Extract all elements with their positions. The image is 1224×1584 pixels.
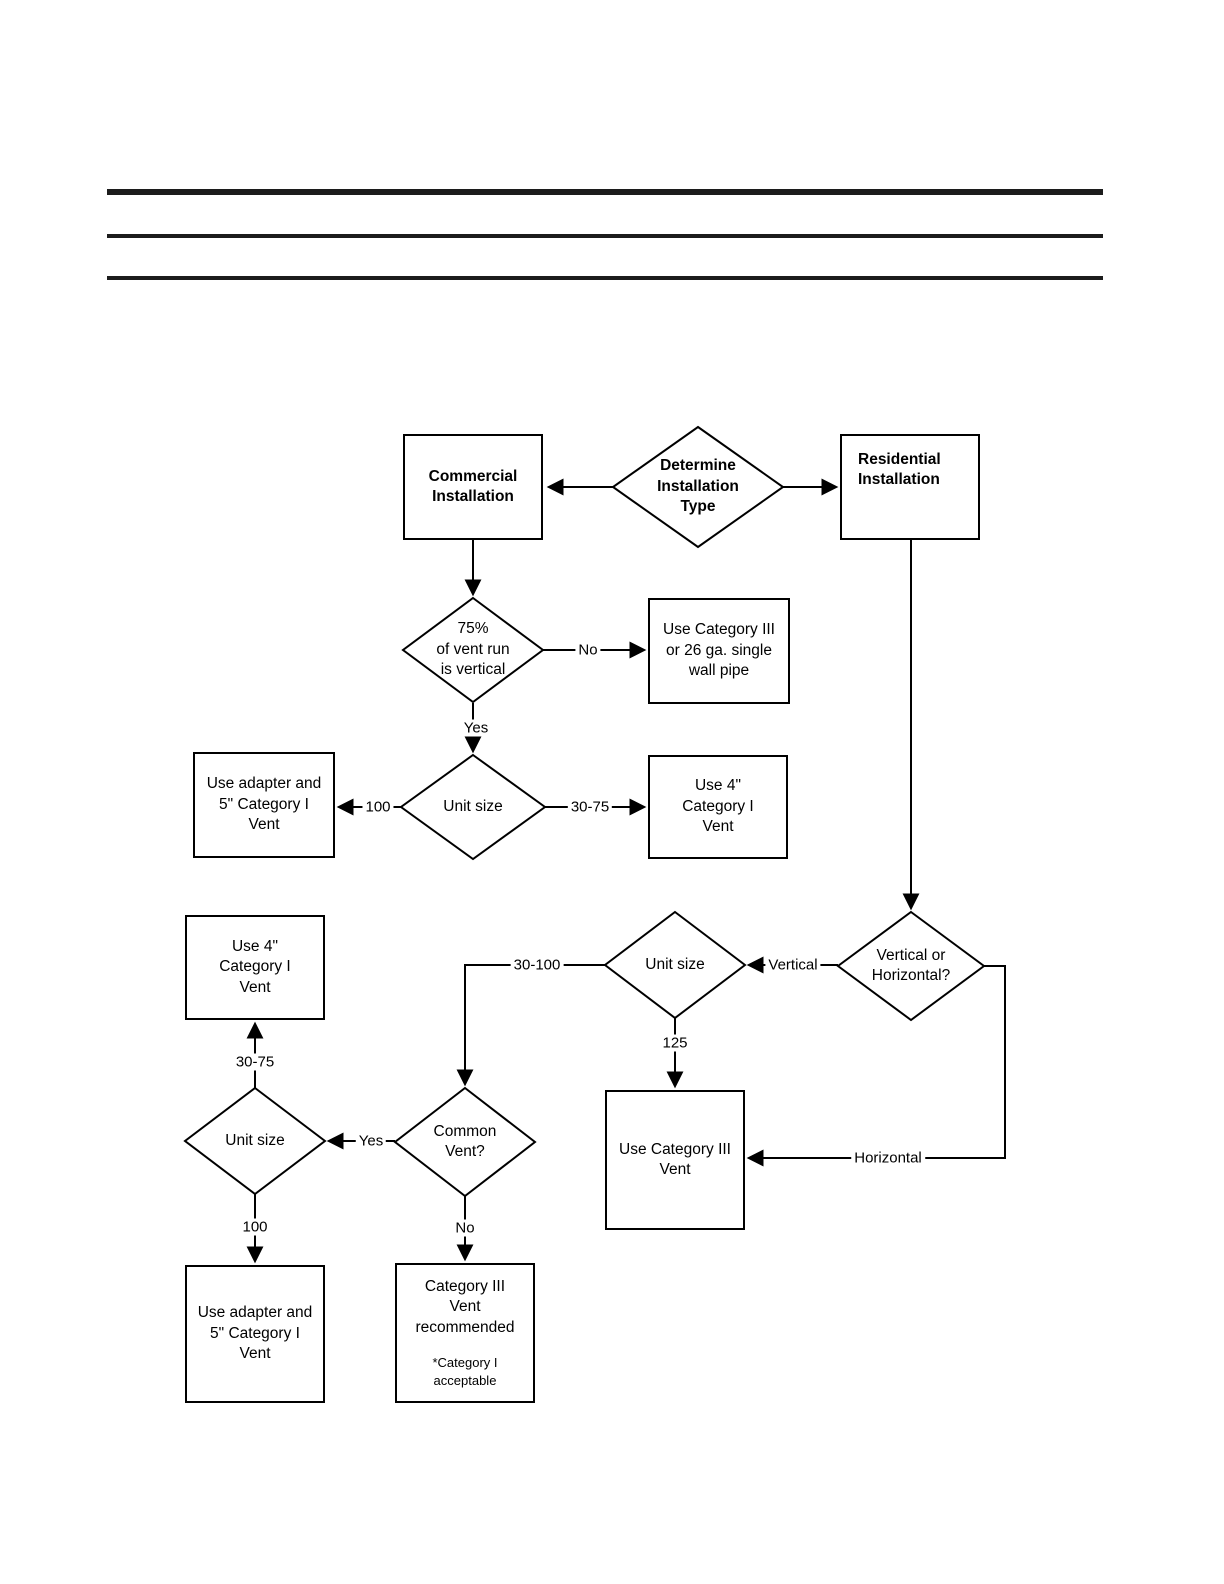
edge-label-vertical: Vertical bbox=[765, 956, 821, 974]
edge-label-30-75-b: 30-75 bbox=[232, 1053, 278, 1071]
edge-label-yes-2: Yes bbox=[355, 1132, 387, 1150]
diamond-shape bbox=[185, 1088, 325, 1194]
horizontal-rule-bottom bbox=[107, 276, 1103, 280]
diamond-shape bbox=[613, 427, 783, 547]
node-use-adapter-5in-category1-vent-label: Use adapter and 5" Category I Vent bbox=[206, 775, 322, 834]
node-75pct-vent-run-vertical: 75% of vent run is vertical bbox=[403, 598, 543, 702]
node-use-4in-category1-vent-1: Use 4" Category I Vent bbox=[648, 755, 788, 859]
node-use-category3-single-wall-pipe: Use Category III or 26 ga. single wall p… bbox=[648, 598, 790, 704]
node-unit-size-1-label: Unit size bbox=[443, 797, 503, 815]
node-category3-vent-recommended: Category III Vent recommended *Category … bbox=[395, 1263, 535, 1403]
node-use-adapter-5in-category1-vent-2: Use adapter and 5" Category I Vent bbox=[185, 1265, 325, 1403]
edge-label-100-a: 100 bbox=[362, 798, 394, 816]
node-common-vent: Common Vent? bbox=[395, 1088, 535, 1196]
node-determine-installation-type: Determine Installation Type bbox=[613, 427, 783, 547]
node-unit-size-3: Unit size bbox=[185, 1088, 325, 1194]
edge-label-30-100: 30-100 bbox=[510, 956, 564, 974]
diamond-shape bbox=[605, 912, 745, 1018]
node-use-category3-vent-label: Use Category III Vent bbox=[619, 1140, 731, 1178]
node-commercial-installation-label: Commercial Installation bbox=[428, 467, 518, 505]
edge-label-30-75-a: 30-75 bbox=[567, 798, 613, 816]
edge-label-125: 125 bbox=[659, 1034, 691, 1052]
arrow-unitsize2-30100-to-commonvent bbox=[456, 964, 605, 1087]
node-use-adapter-5in-category1-vent: Use adapter and 5" Category I Vent bbox=[193, 752, 335, 858]
node-common-vent-label: Common Vent? bbox=[433, 1122, 497, 1160]
edge-label-yes-1: Yes bbox=[460, 719, 492, 737]
node-determine-installation-type-label: Determine Installation Type bbox=[657, 457, 739, 516]
node-use-4in-category1-vent-2: Use 4" Category I Vent bbox=[185, 915, 325, 1020]
node-vertical-or-horizontal: Vertical or Horizontal? bbox=[838, 912, 984, 1020]
node-residential-installation: Residential Installation bbox=[840, 434, 980, 540]
horizontal-rule-top bbox=[107, 189, 1103, 195]
diamond-shape bbox=[838, 912, 984, 1020]
node-use-adapter-5in-category1-vent-2-label: Use adapter and 5" Category I Vent bbox=[197, 1304, 313, 1363]
edge-label-horizontal: Horizontal bbox=[851, 1149, 925, 1167]
node-use-4in-category1-vent-1-label: Use 4" Category I Vent bbox=[682, 777, 754, 836]
node-vertical-or-horizontal-label: Vertical or Horizontal? bbox=[871, 946, 951, 984]
node-unit-size-2-label: Unit size bbox=[645, 955, 705, 973]
node-category3-vent-recommended-label: Category III Vent recommended bbox=[415, 1278, 515, 1336]
horizontal-rule-middle bbox=[107, 234, 1103, 238]
diamond-shape bbox=[403, 598, 543, 702]
diamond-shape bbox=[395, 1088, 535, 1196]
node-use-4in-category1-vent-2-label: Use 4" Category I Vent bbox=[219, 937, 291, 996]
node-unit-size-1: Unit size bbox=[401, 755, 545, 859]
edge-label-no-1: No bbox=[575, 641, 601, 659]
node-use-category3-vent: Use Category III Vent bbox=[605, 1090, 745, 1230]
edge-label-no-2: No bbox=[452, 1219, 478, 1237]
node-residential-installation-label: Residential Installation bbox=[858, 451, 941, 489]
diamond-shape bbox=[401, 755, 545, 859]
node-unit-size-2: Unit size bbox=[605, 912, 745, 1018]
node-75pct-vent-run-vertical-label: 75% of vent run is vertical bbox=[436, 620, 510, 679]
node-unit-size-3-label: Unit size bbox=[225, 1131, 285, 1149]
edge-label-100-b: 100 bbox=[239, 1218, 271, 1236]
node-use-category3-single-wall-pipe-label: Use Category III or 26 ga. single wall p… bbox=[663, 621, 775, 680]
node-category1-acceptable-note: *Category I acceptable bbox=[432, 1355, 498, 1388]
node-commercial-installation: Commercial Installation bbox=[403, 434, 543, 540]
